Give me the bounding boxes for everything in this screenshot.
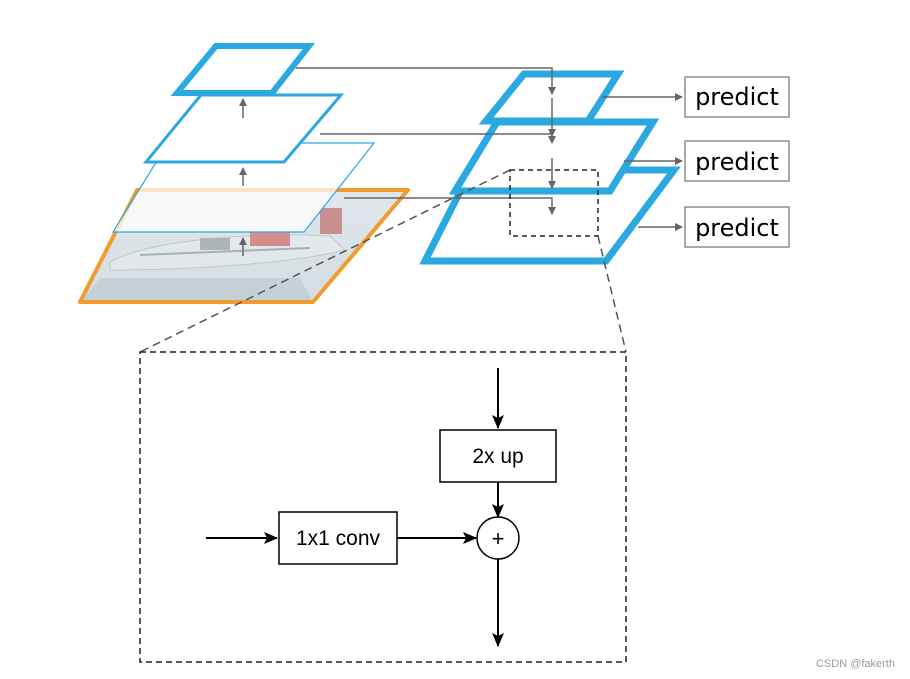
zoom-lines	[139, 169, 627, 353]
bottomup-level-2	[142, 93, 345, 164]
conv-box: 1x1 conv	[278, 511, 398, 565]
predict-label-3: predict	[695, 214, 779, 242]
predict-box-3: predict	[684, 206, 790, 248]
boat-photo	[80, 208, 347, 302]
lateral-connections	[296, 67, 556, 215]
bottomup-level-1	[111, 142, 376, 233]
add-symbol: +	[492, 526, 505, 551]
topdown-level-2	[448, 118, 660, 195]
upsample-label: 2x up	[472, 445, 523, 468]
predict-box-2: predict	[684, 140, 790, 182]
add-node: +	[476, 516, 520, 560]
upsample-box: 2x up	[439, 429, 557, 483]
bottomup-level-3	[170, 43, 316, 96]
predict-label-1: predict	[695, 83, 779, 111]
predict-label-2: predict	[695, 148, 779, 176]
detail-panel	[139, 351, 627, 663]
topdown-level-1	[478, 70, 625, 125]
conv-label: 1x1 conv	[296, 527, 381, 550]
watermark: CSDN @fakerth	[816, 658, 895, 670]
focus-region	[509, 169, 599, 237]
predict-arrows	[602, 93, 683, 231]
predict-box-1: predict	[684, 76, 790, 118]
